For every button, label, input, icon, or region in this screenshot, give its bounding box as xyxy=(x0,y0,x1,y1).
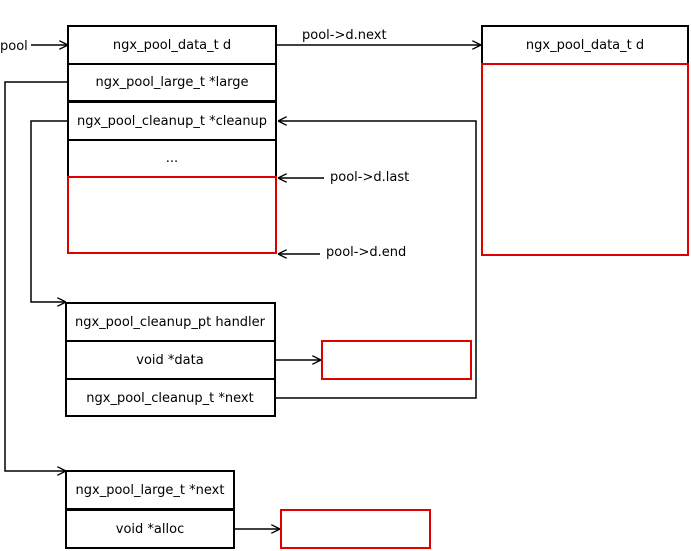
pool-cleanup-label: ngx_pool_cleanup_t *cleanup xyxy=(77,114,267,129)
cleanup-data-label: void *data xyxy=(136,353,203,368)
next-pointer-label: pool->d.next xyxy=(302,28,387,43)
cleanup-struct: ngx_pool_cleanup_pt handler void *data n… xyxy=(65,302,276,417)
pool-pointer-label: pool xyxy=(0,39,28,54)
cleanup-data-target xyxy=(321,340,472,380)
pool-large-arrow xyxy=(4,81,68,471)
large-alloc-cell xyxy=(65,509,235,549)
large-alloc-target xyxy=(280,509,431,549)
cleanup-next-cell xyxy=(65,378,276,417)
pool-cleanup-arrow xyxy=(30,120,68,302)
cleanup-handler-cell xyxy=(65,302,276,342)
pool-large-cell xyxy=(67,63,277,102)
pool-ellipsis-cell xyxy=(67,139,277,178)
next-pool-data-cell xyxy=(481,25,689,65)
pool-struct: ngx_pool_data_t d ngx_pool_large_t *larg… xyxy=(67,25,277,254)
pool-large-label: ngx_pool_large_t *large xyxy=(95,75,248,90)
pool-data-cell xyxy=(67,25,277,65)
last-pointer-label: pool->d.last xyxy=(330,170,409,185)
next-pool-data-label: ngx_pool_data_t d xyxy=(526,38,644,53)
next-pool-free-space xyxy=(481,63,689,256)
end-pointer-label: pool->d.end xyxy=(326,245,406,260)
cleanup-data-cell xyxy=(65,340,276,380)
large-next-label: ngx_pool_large_t *next xyxy=(76,483,225,498)
large-struct: ngx_pool_large_t *next void *alloc xyxy=(65,470,235,549)
pool-free-space xyxy=(67,176,277,254)
large-alloc-label: void *alloc xyxy=(116,522,184,537)
cleanup-next-label: ngx_pool_cleanup_t *next xyxy=(86,391,253,406)
cleanup-next-arrow xyxy=(276,121,477,399)
cleanup-handler-label: ngx_pool_cleanup_pt handler xyxy=(75,315,266,330)
pool-ellipsis-label: ... xyxy=(166,151,178,166)
next-pool-struct: ngx_pool_data_t d xyxy=(481,25,689,256)
pool-data-label: ngx_pool_data_t d xyxy=(113,38,231,53)
